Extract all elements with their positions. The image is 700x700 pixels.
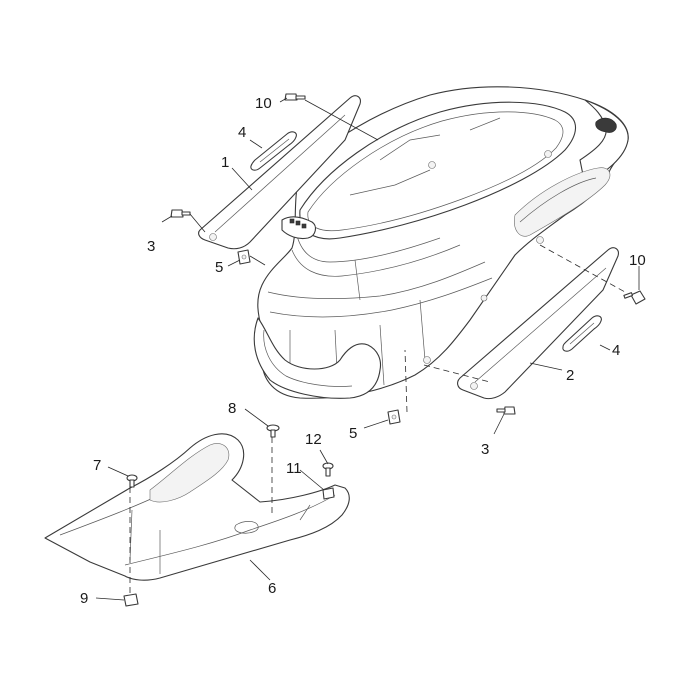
screw-10-right	[623, 290, 646, 305]
callout-6: 6	[268, 580, 276, 597]
lower-footrest-cover	[44, 433, 350, 581]
callout-8: 8	[228, 400, 236, 417]
screw-3-right	[496, 406, 516, 415]
clip-nut-5-right	[387, 409, 401, 425]
callout-10-right: 10	[629, 252, 646, 269]
screw-7	[126, 474, 138, 488]
callout-9: 9	[80, 590, 88, 607]
callout-4-left: 4	[238, 124, 246, 141]
callout-10-top: 10	[255, 95, 272, 112]
callout-7: 7	[93, 457, 101, 474]
assembly-guide-lines	[129, 244, 626, 594]
callout-2: 2	[566, 367, 574, 384]
callout-12: 12	[305, 431, 322, 448]
rear-body-cover	[253, 86, 629, 399]
callout-3-right: 3	[481, 441, 489, 458]
callout-5-right: 5	[349, 425, 357, 442]
callout-4-right: 4	[612, 342, 620, 359]
right-side-panel	[457, 247, 619, 400]
callout-1: 1	[221, 154, 229, 171]
screw-3-left	[170, 209, 191, 218]
callout-11: 11	[286, 460, 302, 477]
screw-10-top	[284, 93, 306, 101]
clip-nut-5-left	[237, 249, 251, 265]
callout-3-left: 3	[147, 238, 155, 255]
left-emblem	[250, 131, 297, 171]
right-emblem	[562, 315, 602, 352]
clip-nut-11	[322, 487, 335, 500]
clip-nut-9	[123, 593, 139, 607]
screw-8	[266, 424, 280, 438]
callout-5-left: 5	[215, 259, 223, 276]
screw-12	[322, 462, 334, 477]
left-side-panel	[198, 95, 361, 250]
callout-labels: 10 4 1 3 5 10 4 2 3 5 8 12 11 7 6 9	[80, 95, 646, 607]
leader-lines	[95, 97, 640, 601]
